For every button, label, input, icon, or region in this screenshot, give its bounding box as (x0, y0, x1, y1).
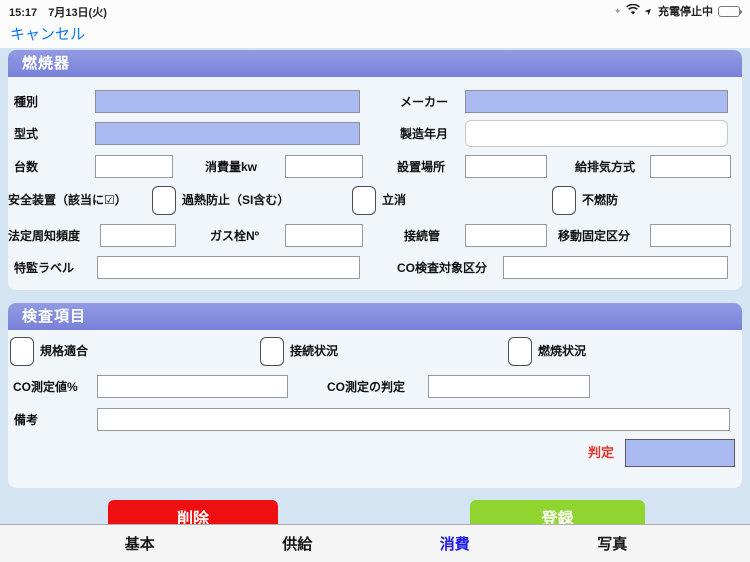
standard-conformity-label: 規格適合 (40, 344, 89, 358)
vent-type-label: 給排気方式 (575, 160, 636, 174)
connection-status-checkbox[interactable] (260, 337, 284, 366)
consumption-label: 消費量kw (205, 160, 258, 174)
bottom-tab-bar: 基本 供給 消費 写真 (0, 524, 750, 562)
legal-notice-freq-input[interactable] (100, 224, 176, 247)
maker-input[interactable] (465, 90, 728, 113)
status-misc-icon: ✦ (613, 5, 622, 16)
overheat-checkbox[interactable] (152, 186, 176, 215)
safety-device-label: 安全装置（該当に☑） (8, 193, 127, 207)
co-judgement-label: CO測定の判定 (327, 380, 406, 394)
type-label: 種別 (14, 95, 39, 109)
tab-strip: 基本 供給 消費 写真 (61, 525, 691, 562)
burner-section: 燃焼器 種別 メーカー 型式 製造年月 台数 消費量kw 設置場所 給排気方式 … (8, 50, 742, 290)
co-inspection-class-input[interactable] (503, 256, 728, 279)
mfg-date-label: 製造年月 (400, 127, 449, 141)
type-input[interactable] (95, 90, 360, 113)
co-judgement-input[interactable] (428, 375, 590, 398)
special-label-input[interactable] (97, 256, 360, 279)
units-label: 台数 (14, 160, 39, 174)
inspection-section: 検査項目 規格適合 接続状況 燃焼状況 CO測定値% CO測定の判定 備考 判定 (8, 303, 742, 488)
remarks-label: 備考 (14, 413, 39, 427)
wifi-icon (626, 3, 641, 18)
consumption-input[interactable] (285, 155, 363, 178)
status-bar-right: ✦ ➤ 充電停止中 (613, 3, 742, 18)
burner-section-title: 燃焼器 (8, 50, 742, 77)
judgement-input[interactable] (625, 439, 735, 467)
inspection-section-title: 検査項目 (8, 303, 742, 330)
special-label-label: 特監ラベル (14, 261, 75, 275)
location-arrow-icon: ➤ (642, 4, 656, 17)
tab-photo[interactable]: 写真 (597, 536, 628, 553)
remarks-input[interactable] (97, 408, 730, 431)
co-inspection-class-label: CO検査対象区分 (397, 261, 488, 275)
location-input[interactable] (465, 155, 547, 178)
flame-out-label: 立消 (382, 193, 407, 207)
gas-valve-no-label: ガス栓Nº (210, 229, 260, 243)
connection-pipe-input[interactable] (465, 224, 547, 247)
mobility-class-label: 移動固定区分 (558, 229, 631, 243)
incomplete-combustion-checkbox[interactable] (552, 186, 576, 215)
model-label: 型式 (14, 127, 39, 141)
battery-icon (718, 5, 742, 17)
clock: 15:17 (9, 7, 38, 19)
mfg-date-input[interactable] (465, 120, 728, 147)
tab-consumption[interactable]: 消費 (439, 536, 470, 553)
charging-status-text: 充電停止中 (658, 6, 713, 18)
date: 7月13日(火) (48, 7, 107, 19)
overheat-label: 過熱防止（SI含む） (182, 193, 290, 207)
cancel-button[interactable]: キャンセル (10, 23, 85, 44)
model-input[interactable] (95, 122, 360, 145)
incomplete-combustion-label: 不燃防 (582, 193, 619, 207)
maker-label: メーカー (400, 95, 449, 109)
co-value-label: CO測定値% (13, 380, 78, 394)
location-label: 設置場所 (397, 160, 446, 174)
combustion-status-label: 燃焼状況 (538, 344, 587, 358)
standard-conformity-checkbox[interactable] (10, 337, 34, 366)
vent-type-input[interactable] (650, 155, 731, 178)
top-bar: 15:17 7月13日(火) ✦ ➤ 充電停止中 キャンセル (0, 0, 750, 48)
units-input[interactable] (95, 155, 173, 178)
judgement-label: 判定 (588, 445, 615, 460)
flame-out-checkbox[interactable] (352, 186, 376, 215)
gas-valve-no-input[interactable] (285, 224, 363, 247)
status-bar-left: 15:17 7月13日(火) (9, 4, 115, 20)
mobility-class-input[interactable] (650, 224, 731, 247)
connection-pipe-label: 接続管 (404, 229, 441, 243)
connection-status-label: 接続状況 (290, 344, 339, 358)
combustion-status-checkbox[interactable] (508, 337, 532, 366)
tab-basic[interactable]: 基本 (124, 536, 155, 553)
legal-notice-freq-label: 法定周知頻度 (8, 229, 81, 243)
co-value-input[interactable] (97, 375, 288, 398)
tab-supply[interactable]: 供給 (282, 536, 313, 553)
